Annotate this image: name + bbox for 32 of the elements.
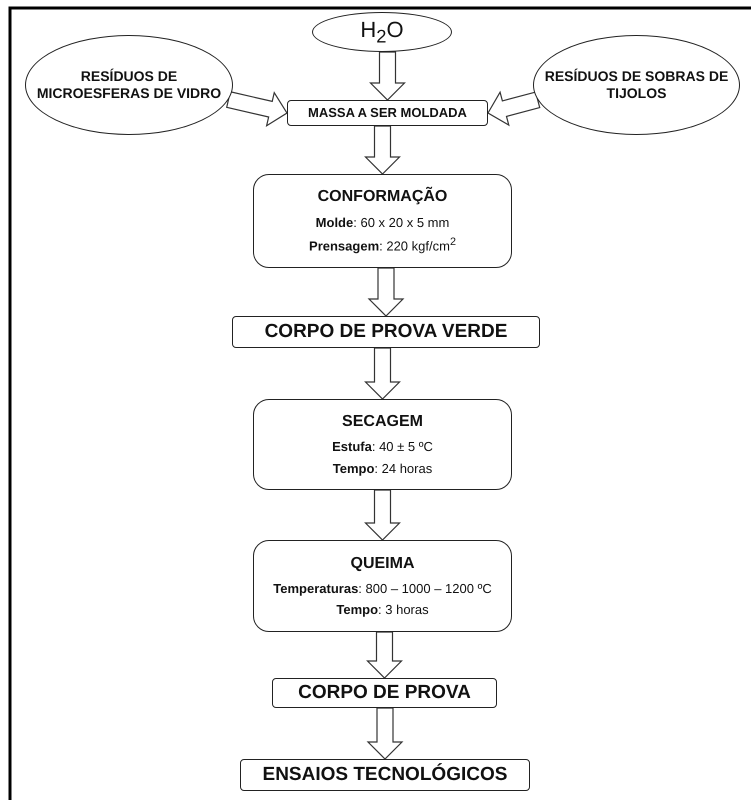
- block-arrow: [364, 347, 401, 400]
- block-arrow: [364, 125, 401, 175]
- node-label: MASSA A SER MOLDADA: [308, 105, 467, 121]
- block-arrow: [368, 267, 404, 317]
- block-arrow: [364, 489, 401, 541]
- process-box: [253, 174, 512, 268]
- node-label: CORPO DE PROVA VERDE: [264, 320, 508, 344]
- node-label: CORPO DE PROVA: [298, 682, 471, 704]
- parameter-text: Temperaturas: 800 – 1000 – 1200 ºC: [273, 580, 492, 598]
- node-label: RESÍDUOS DE SOBRAS DE TIJOLOS: [544, 68, 730, 102]
- node-label: H$_{2}$O: [360, 16, 404, 48]
- parameter-text: Tempo: 3 horas: [336, 602, 429, 618]
- parameter-text: Tempo: 24 horas: [332, 460, 432, 477]
- process-box: [253, 399, 512, 490]
- block-arrow: [226, 91, 288, 128]
- process-box: [287, 100, 488, 126]
- node-label: ENSAIOS TECNOLÓGICOS: [262, 764, 508, 786]
- step-heading: SECAGEM: [342, 412, 423, 432]
- block-arrow: [369, 51, 406, 101]
- step-heading: QUEIMA: [350, 554, 414, 573]
- parameter-text: Molde: 60 x 20 x 5 mm: [316, 214, 450, 231]
- process-box: [232, 316, 540, 348]
- parameter-text: Estufa: 40 ± 5 ºC: [332, 439, 433, 456]
- step-heading: CONFORMAÇÃO: [318, 187, 448, 207]
- block-arrow: [487, 90, 540, 126]
- node-label: RESÍDUOS DE MICROESFERAS DE VIDRO: [36, 68, 222, 102]
- block-arrow: [366, 631, 403, 679]
- block-arrow: [366, 707, 404, 760]
- process-box: [240, 759, 530, 791]
- process-box: [272, 678, 497, 708]
- parameter-text: Prensagem: 220 kgf/cm$^{2}$: [309, 236, 456, 254]
- process-box: [253, 540, 512, 632]
